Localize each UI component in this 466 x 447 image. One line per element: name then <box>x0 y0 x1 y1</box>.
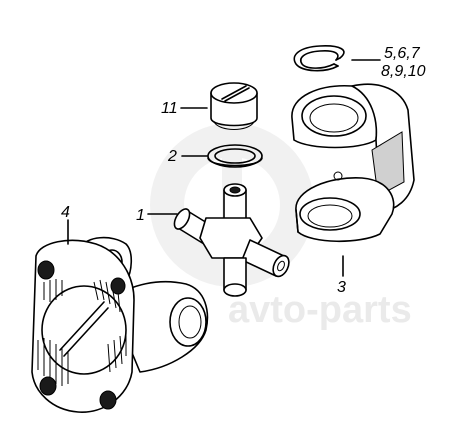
bearing-cup-slot <box>221 85 247 100</box>
callout-2: 2 <box>167 148 177 165</box>
grease-hole <box>229 186 241 194</box>
teeth-left-bottom <box>37 338 69 386</box>
callout-8-9-10: 8,9,10 <box>381 63 426 80</box>
spider-cross <box>173 183 290 297</box>
flange-face-groove <box>59 301 105 351</box>
trunnion-left-end <box>173 208 191 230</box>
teeth-right-top <box>93 279 121 313</box>
seal-ring-inner <box>214 148 256 164</box>
bolt-hole-4 <box>110 277 126 295</box>
yoke-upper-bore-inner <box>309 103 359 133</box>
flange-face-groove-2 <box>63 307 109 357</box>
yoke <box>291 83 415 243</box>
bearing-cup-lip <box>213 121 255 130</box>
callout-11: 11 <box>161 100 178 117</box>
callout-3: 3 <box>337 279 346 296</box>
leader-lines <box>67 59 381 277</box>
watermark-text: avto-parts <box>228 289 412 331</box>
callout-1: 1 <box>136 207 145 224</box>
yoke-lower-bore <box>299 197 361 231</box>
callout-4: 4 <box>61 204 70 221</box>
flange-yoke <box>31 236 209 413</box>
snap-ring-end-2 <box>335 57 341 61</box>
flange-face <box>41 285 127 375</box>
yoke-lower-bore-inner <box>307 204 353 228</box>
teeth-left-top <box>43 279 63 302</box>
seal-ring-edge <box>207 157 263 167</box>
trunnion-bottom-end <box>223 283 247 297</box>
seal-ring <box>207 144 263 168</box>
bearing-cup <box>210 82 258 130</box>
flange-front-bore-inner <box>178 305 202 339</box>
bolt-hole-3 <box>99 390 117 410</box>
snap-ring-end <box>333 63 339 67</box>
bearing-cup-slot-2 <box>224 87 250 102</box>
teeth-right-bottom <box>107 332 127 373</box>
yoke-upper-bore <box>301 95 367 137</box>
trunnion-right-bore <box>277 260 285 272</box>
callouts: 11 2 1 4 3 5,6,7 8,9,10 <box>61 45 426 296</box>
yoke-edge <box>295 209 299 233</box>
snap-ring-outer <box>293 45 345 72</box>
yoke-window <box>372 132 404 196</box>
seal-ring-outer <box>207 144 263 168</box>
bolt-hole-1 <box>37 260 55 280</box>
trunnion-right-end <box>272 254 290 278</box>
snap-ring-inner <box>300 50 339 69</box>
flange-teeth <box>37 279 127 386</box>
snap-ring <box>293 45 345 72</box>
bolt-hole-2 <box>39 376 57 396</box>
yoke-bolt <box>333 171 343 181</box>
callout-5-6-7: 5,6,7 <box>384 45 421 62</box>
